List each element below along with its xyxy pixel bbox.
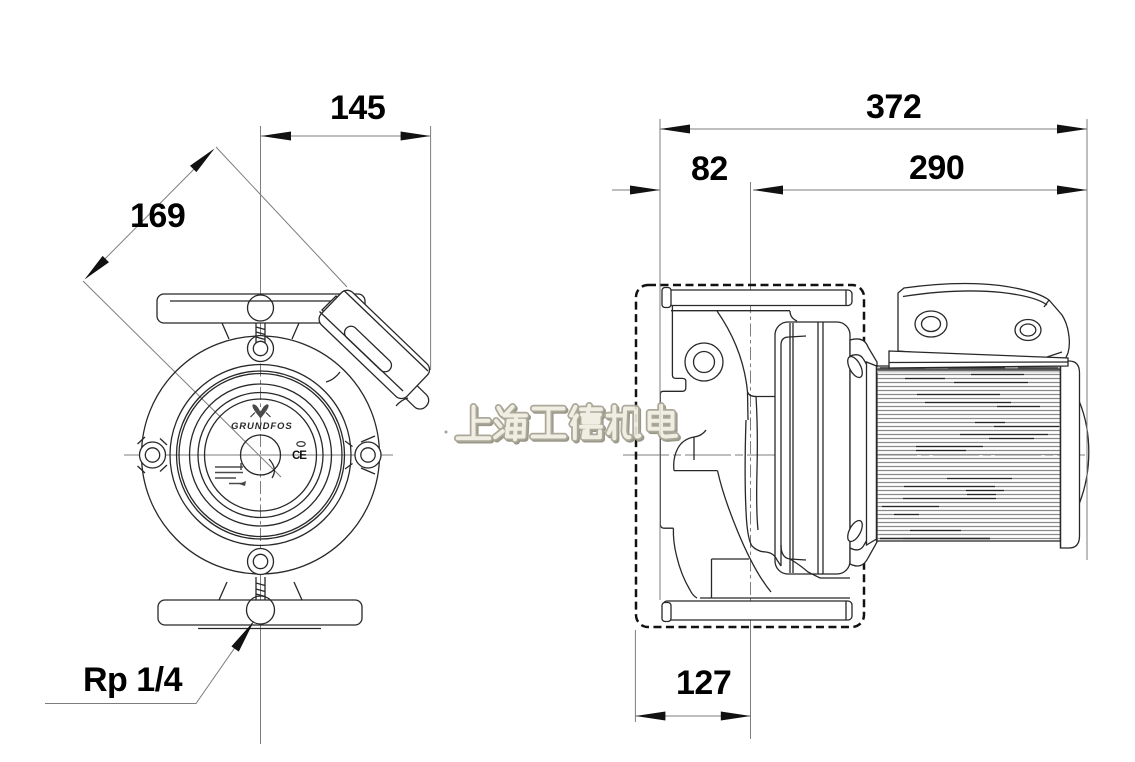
svg-text:GRUNDFOS: GRUNDFOS [231,421,293,432]
svg-text:Rp 1/4: Rp 1/4 [83,661,183,699]
svg-text:82: 82 [691,150,728,188]
svg-text:127: 127 [676,664,731,702]
svg-text:CE: CE [292,450,307,462]
svg-text:145: 145 [330,89,385,127]
svg-text:169: 169 [130,197,185,235]
svg-text:372: 372 [866,88,921,126]
svg-text:290: 290 [909,149,964,187]
